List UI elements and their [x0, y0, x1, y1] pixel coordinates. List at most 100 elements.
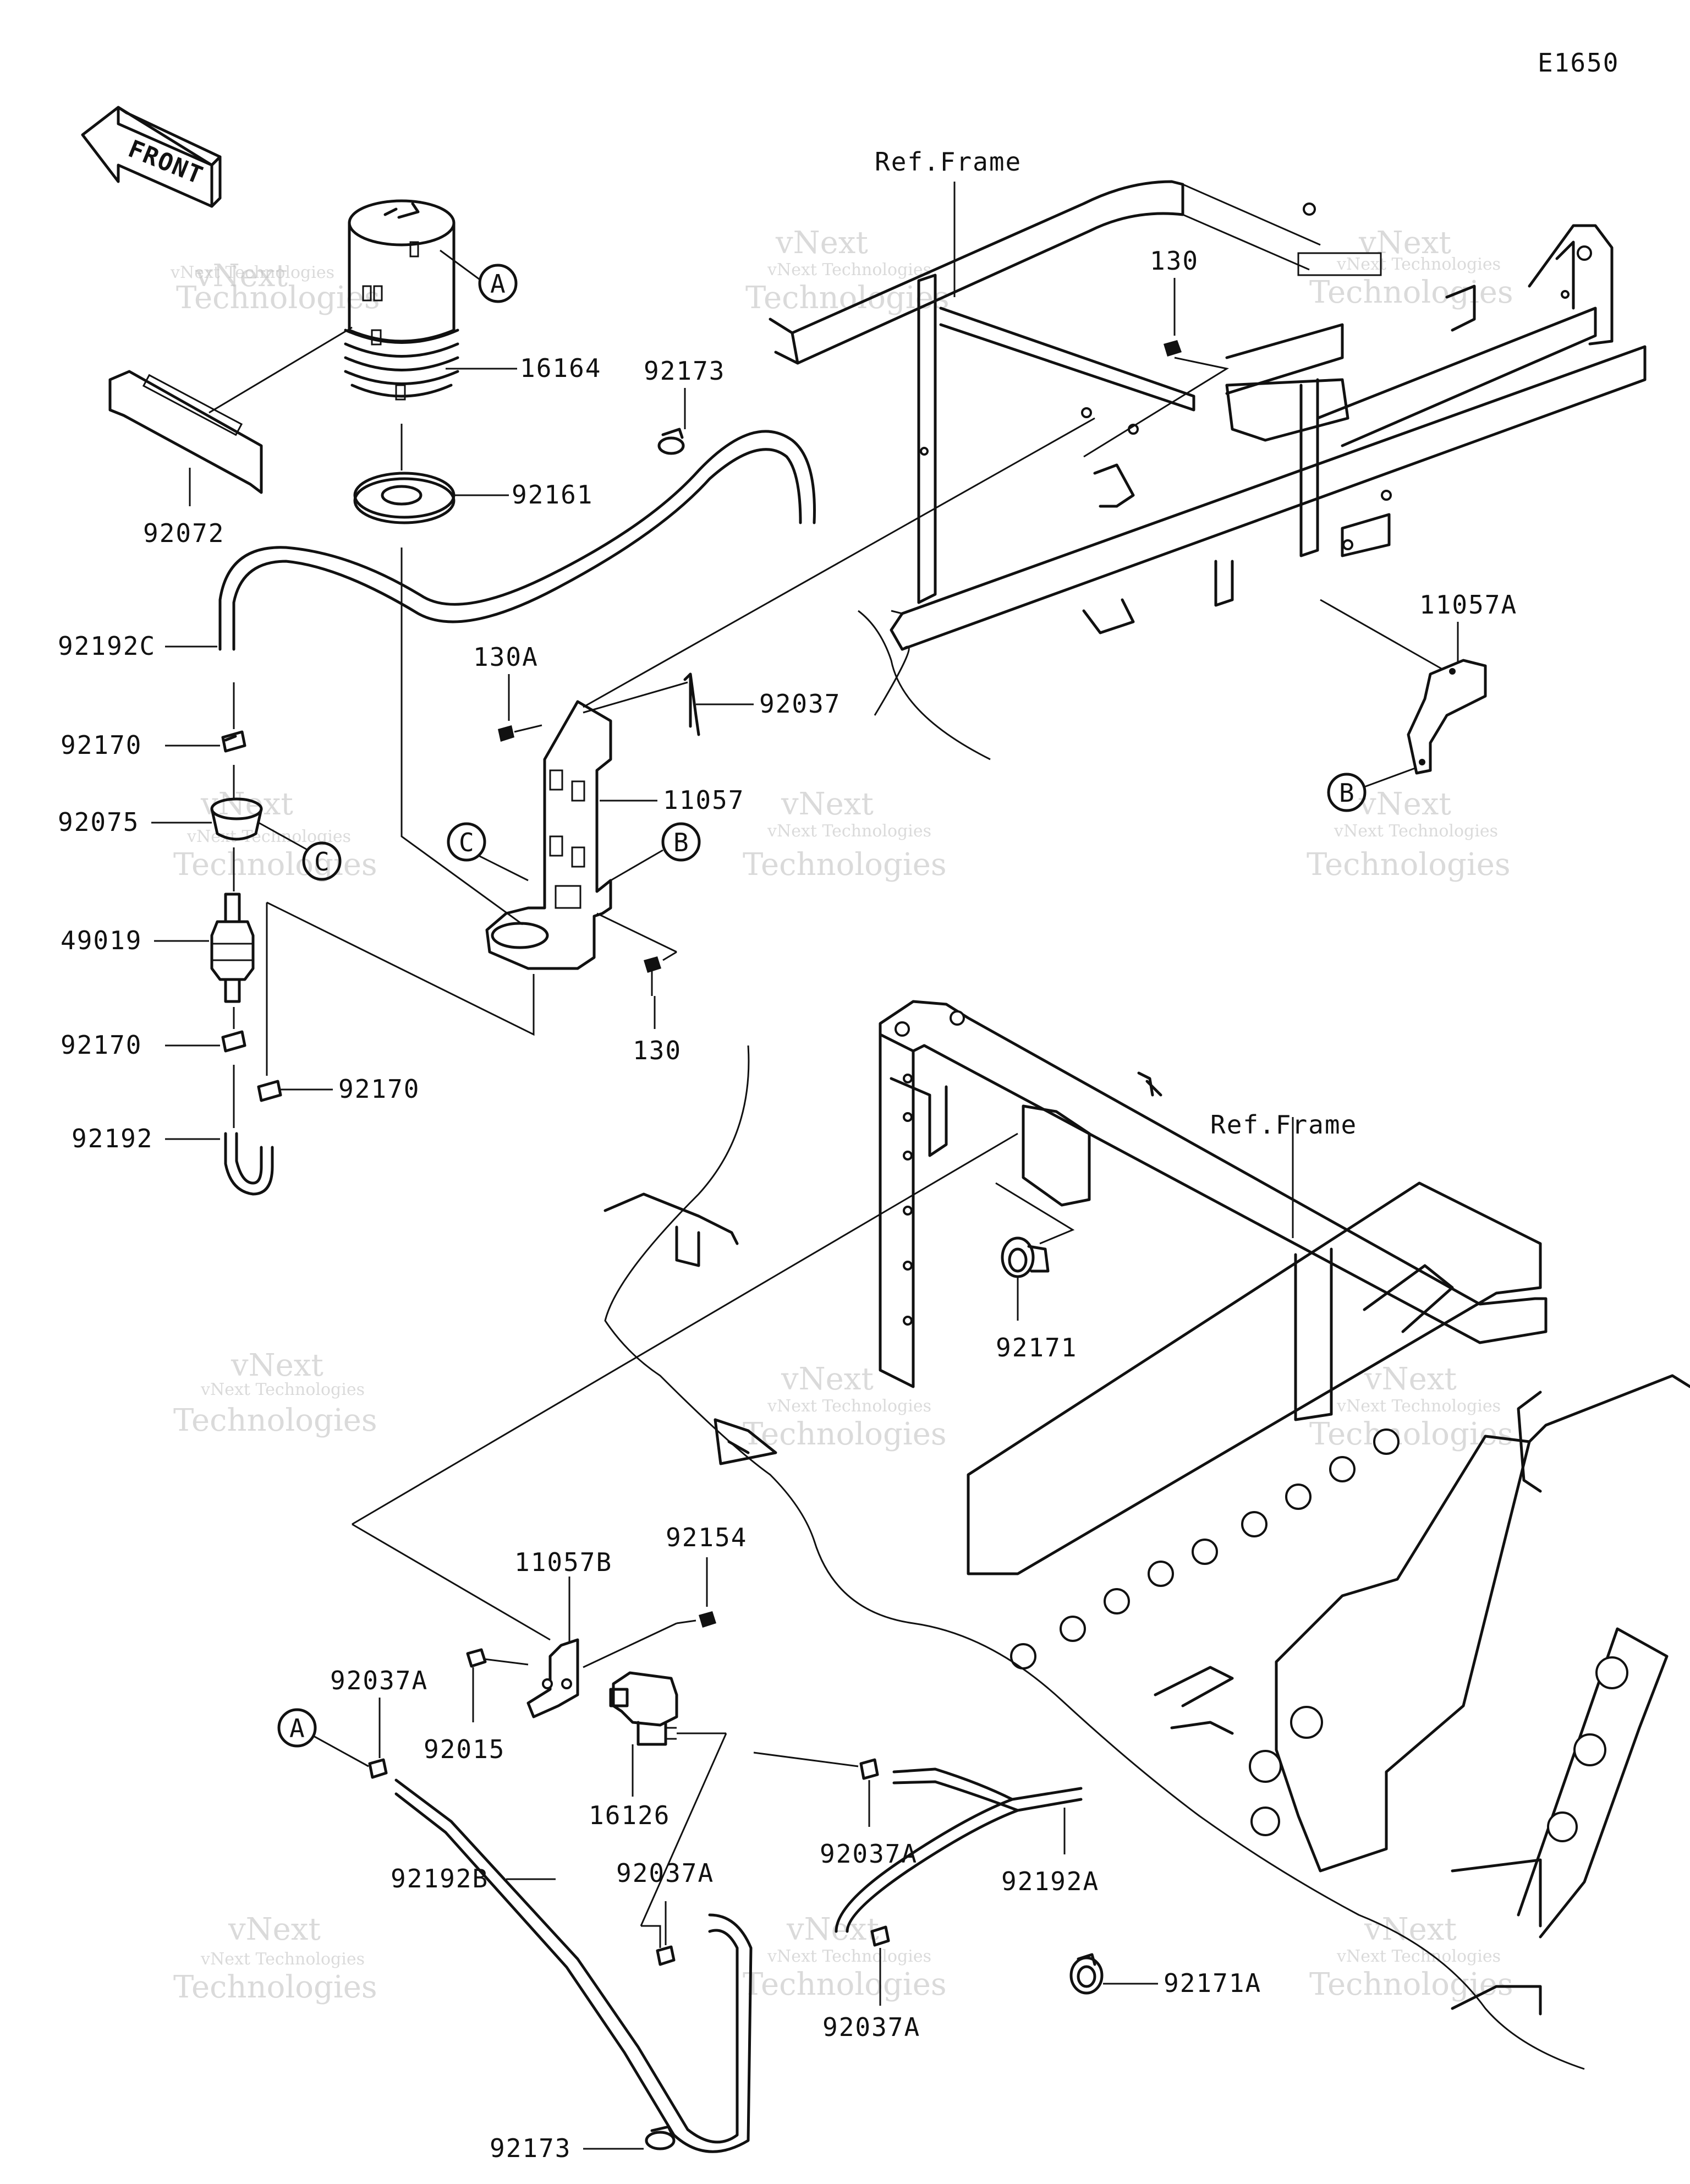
- watermark-text: vNext Technologies: [767, 822, 931, 841]
- watermark-text: vNext: [1358, 786, 1451, 822]
- watermark-text: Technologies: [743, 1967, 947, 2002]
- watermark-text: Technologies: [1307, 847, 1511, 883]
- watermark-text: Technologies: [743, 847, 947, 883]
- hose-92192: [224, 1132, 274, 1196]
- label-92072: 92072: [143, 518, 224, 548]
- callout-a-lower: A: [289, 1714, 306, 1743]
- bolt-130a: [498, 724, 542, 742]
- watermark-text: vNext: [781, 786, 874, 822]
- label-11057: 11057: [663, 785, 744, 815]
- callout-c-left: C: [314, 847, 331, 877]
- watermark-text: Technologies: [1309, 1416, 1513, 1452]
- label-11057a: 11057A: [1419, 590, 1517, 620]
- label-92192c: 92192C: [58, 631, 156, 661]
- watermark-text: vNext Technologies: [1336, 1397, 1501, 1416]
- clamp-92170-mid: [221, 1030, 246, 1053]
- frame-lower: [603, 1000, 1690, 2070]
- clip-92173-lower: [645, 2125, 676, 2150]
- nut-130-upper: [1164, 340, 1182, 357]
- label-92192a: 92192A: [1001, 1866, 1099, 1896]
- callout-c-circle: [447, 822, 486, 862]
- watermark-text: Technologies: [1309, 1967, 1513, 2002]
- hose-92192b: [394, 1778, 753, 2153]
- watermark-text: vNext Technologies: [1334, 822, 1498, 841]
- clip-92173-upper: [657, 428, 685, 455]
- label-92170-top: 92170: [61, 730, 142, 760]
- watermark-text: vNext: [775, 225, 868, 261]
- clamp-92170-right: [257, 1080, 282, 1102]
- watermark-text: Technologies: [176, 280, 380, 316]
- diagram-code: E1650: [1538, 48, 1619, 78]
- callout-b-circle: [661, 822, 701, 862]
- fuel-filter-49019: [210, 893, 255, 1003]
- watermark-text: vNext: [1364, 1361, 1457, 1397]
- label-92173-lower: 92173: [490, 2133, 571, 2163]
- clip-92171: [1001, 1236, 1050, 1278]
- grommet-92161: [353, 472, 456, 524]
- watermark-text: vNext: [228, 1912, 321, 1947]
- front-arrow-icon: FRONT: [81, 106, 222, 208]
- canister-16164: [344, 199, 459, 401]
- strap-92072: [108, 370, 263, 494]
- watermark-text: vNext Technologies: [170, 263, 334, 282]
- watermark-text: vNext Technologies: [200, 1380, 365, 1399]
- watermark-text: vNext: [781, 1361, 874, 1397]
- label-11057b: 11057B: [514, 1547, 612, 1577]
- label-92037: 92037: [759, 689, 841, 719]
- watermark-text: Technologies: [173, 1969, 377, 2005]
- cap-92075: [210, 797, 263, 841]
- label-92037a-lower-right: 92037A: [822, 2012, 920, 2042]
- ref-frame-label-lower: Ref.Frame: [1210, 1110, 1357, 1140]
- callout-b-right: B: [1339, 778, 1356, 808]
- bolt-92154: [676, 1611, 716, 1628]
- label-92037a-left: 92037A: [330, 1666, 428, 1695]
- bolt-92015: [466, 1648, 529, 1668]
- pin-92037: [683, 672, 700, 736]
- callout-c-left-circle: [302, 841, 342, 881]
- front-label: FRONT: [124, 135, 207, 190]
- watermark-text: Technologies: [743, 1416, 947, 1452]
- label-16164: 16164: [520, 353, 601, 383]
- label-92154: 92154: [666, 1523, 747, 1552]
- label-92170-mid: 92170: [61, 1030, 142, 1060]
- watermark-text: vNext Technologies: [1336, 1947, 1501, 1966]
- clamp-92037a-left: [368, 1758, 388, 1779]
- label-92015: 92015: [424, 1734, 505, 1764]
- label-130a: 130A: [473, 642, 539, 672]
- callout-a-lower-circle: [277, 1708, 317, 1748]
- callout-b: B: [673, 828, 690, 857]
- label-92170-right: 92170: [338, 1074, 420, 1104]
- hose-92192a: [835, 1767, 1083, 1933]
- label-92173-upper: 92173: [644, 356, 725, 386]
- hose-92192c: [232, 448, 802, 651]
- bracket-11057a: [1407, 659, 1487, 775]
- watermark-text: vNext Technologies: [200, 1950, 365, 1969]
- watermark: vNext vNext Technologies Technologies vN…: [170, 225, 1513, 2005]
- label-92161: 92161: [512, 480, 593, 510]
- clamp-92170-top: [221, 730, 246, 753]
- watermark-text: vNext: [231, 1348, 323, 1383]
- callout-a-circle: [478, 264, 518, 303]
- watermark-text: vNext: [786, 1912, 879, 1947]
- callout-a: A: [490, 269, 507, 299]
- clamp-92037a-lower-mid: [656, 1945, 676, 1966]
- watermark-text: vNext Technologies: [767, 260, 931, 280]
- valve-16126: [609, 1671, 678, 1746]
- clamp-92037a-lower-right: [870, 1925, 890, 1947]
- watermark-text: vNext Technologies: [767, 1947, 931, 1966]
- watermark-text: vNext: [1364, 1912, 1457, 1947]
- label-130-upper: 130: [1150, 246, 1199, 276]
- bracket-11057: [485, 700, 612, 970]
- callout-c: C: [459, 828, 475, 857]
- callout-b-right-circle: [1327, 773, 1367, 812]
- label-92192b: 92192B: [391, 1864, 489, 1893]
- watermark-text: vNext: [195, 258, 288, 294]
- watermark-text: vNext Technologies: [767, 1397, 931, 1416]
- ref-frame-label-upper: Ref.Frame: [875, 147, 1022, 177]
- label-92075: 92075: [58, 807, 139, 837]
- watermark-text: vNext: [1358, 225, 1451, 261]
- label-130-lower: 130: [633, 1036, 682, 1065]
- watermark-text: Technologies: [173, 847, 377, 883]
- label-16126: 16126: [589, 1800, 670, 1830]
